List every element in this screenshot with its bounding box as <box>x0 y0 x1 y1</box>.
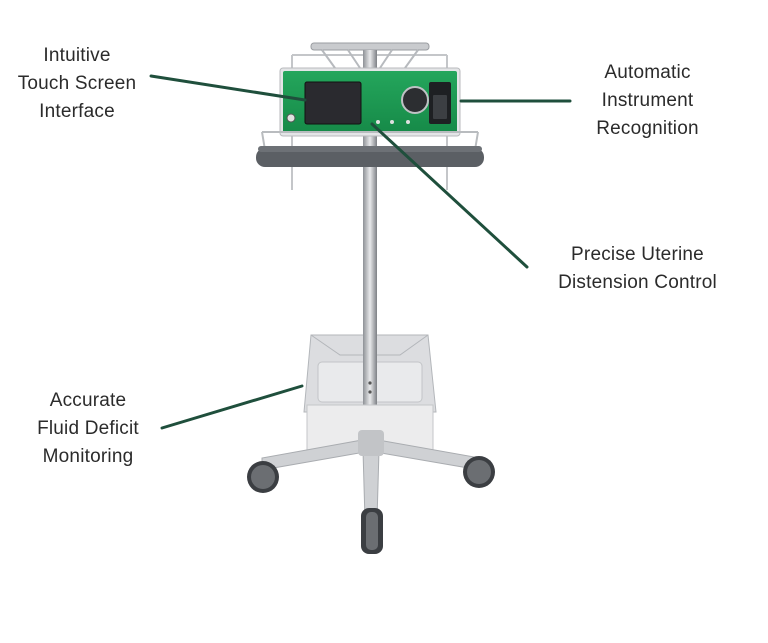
control-knob <box>401 86 429 114</box>
callout-line: Instrument <box>601 90 694 111</box>
touch-screen <box>304 81 362 125</box>
lower-basket <box>303 330 437 454</box>
callout-line: Distension Control <box>558 272 717 293</box>
callout-line: Accurate <box>49 390 127 411</box>
callout-line: Interface <box>39 101 115 122</box>
caster-wheel-left <box>247 461 279 493</box>
upper-tray <box>256 131 484 167</box>
wheeled-base <box>247 430 495 554</box>
callout-instrument-recognition: Automatic Instrument Recognition <box>575 59 720 143</box>
caster-wheel-front <box>361 508 383 554</box>
power-button-icon <box>286 113 296 123</box>
console-unit <box>279 67 461 137</box>
callout-line: Intuitive <box>43 45 111 66</box>
leader-line-fluid <box>160 384 304 430</box>
callout-line: Precise Uterine <box>571 244 704 265</box>
callout-line: Recognition <box>596 118 699 139</box>
leader-line-distension <box>370 122 529 269</box>
callout-line: Automatic <box>604 62 691 83</box>
callout-line: Touch Screen <box>17 73 137 94</box>
callout-fluid-deficit: Accurate Fluid Deficit Monitoring <box>22 387 154 471</box>
callout-line: Fluid Deficit <box>37 418 139 439</box>
callout-distension-control: Precise Uterine Distension Control <box>530 241 745 297</box>
callout-line: Monitoring <box>42 446 134 467</box>
leader-line-touch-screen <box>149 74 307 102</box>
callout-touch-screen: Intuitive Touch Screen Interface <box>4 42 150 126</box>
caster-wheel-right <box>463 456 495 488</box>
leader-lines <box>149 74 572 430</box>
